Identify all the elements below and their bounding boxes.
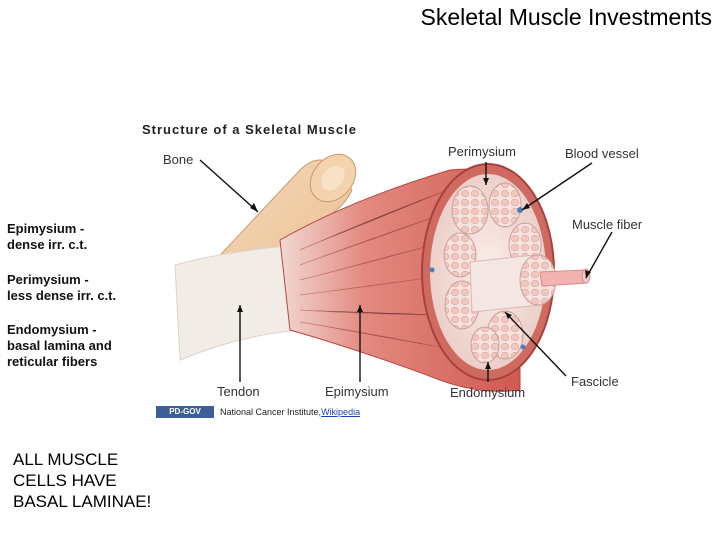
basal-laminae-note: ALL MUSCLE CELLS HAVE BASAL LAMINAE! — [13, 449, 151, 512]
blood-vessel-label: Blood vessel — [565, 146, 639, 161]
perimysium-note-line1: Perimysium - — [7, 272, 89, 287]
bottom-note-line2: CELLS HAVE — [13, 471, 117, 490]
slide-title: Skeletal Muscle Investments — [420, 4, 712, 30]
epimysium-label: Epimysium — [325, 384, 389, 399]
epimysium-note: Epimysium - dense irr. c.t. — [7, 221, 87, 253]
fascicle-label: Fascicle — [571, 374, 619, 389]
bone-label: Bone — [163, 152, 194, 167]
perimysium-note-line2: less dense irr. c.t. — [7, 288, 117, 303]
endomysium-label: Endomysium — [450, 385, 526, 400]
bottom-note-line1: ALL MUSCLE — [13, 450, 119, 469]
pd-gov-badge: PD-GOV — [156, 406, 214, 418]
tendon-shape — [174, 244, 301, 361]
tendon-label: Tendon — [217, 384, 260, 399]
bottom-note-line3: BASAL LAMINAE! — [13, 492, 152, 511]
epimysium-note-line1: Epimysium - — [7, 221, 85, 236]
figure-title: Structure of a Skeletal Muscle — [142, 122, 357, 137]
perimysium-note: Perimysium - less dense irr. c.t. — [7, 272, 116, 304]
image-credit: PD-GOV National Cancer Institute, Wikipe… — [156, 406, 360, 418]
wikipedia-link[interactable]: Wikipedia — [321, 407, 361, 417]
endomysium-note: Endomysium - basal lamina and reticular … — [7, 322, 112, 370]
endomysium-note-line1: Endomysium - — [7, 322, 97, 337]
endomysium-note-line3: reticular fibers — [7, 354, 98, 369]
perimysium-label: Perimysium — [448, 144, 516, 159]
credit-text: National Cancer Institute, — [220, 407, 322, 417]
endomysium-note-line2: basal lamina and — [7, 338, 112, 353]
fascicle-shape — [469, 254, 557, 313]
epimysium-note-line2: dense irr. c.t. — [7, 237, 88, 252]
muscle-fiber-shape — [539, 268, 591, 287]
muscle-fiber-label: Muscle fiber — [572, 217, 643, 232]
